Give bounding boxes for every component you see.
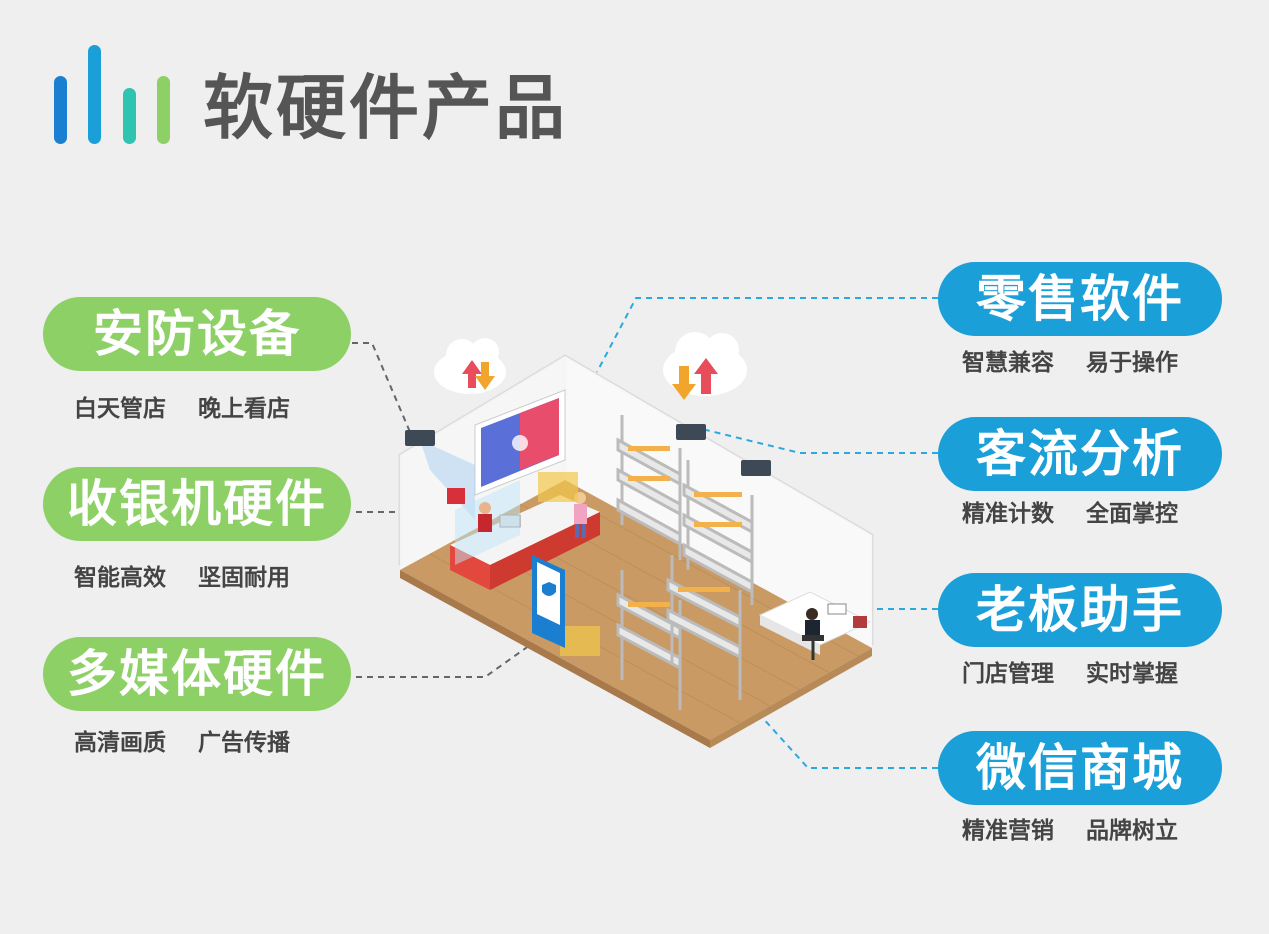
cashier-figure	[478, 502, 492, 532]
boss-desk-icon	[758, 591, 872, 660]
feature-retail-software-desc: 智慧兼容 易于操作	[962, 349, 1178, 377]
feature-multimedia-pill: 多媒体硬件	[43, 637, 351, 711]
feature-pos-pill: 收银机硬件	[43, 467, 351, 541]
desc-item: 广告传播	[198, 730, 290, 756]
desc-item: 智能高效	[74, 565, 166, 591]
desc-item: 全面掌控	[1086, 501, 1178, 527]
feature-wechat-mall-pill: 微信商城	[938, 731, 1222, 805]
page-title: 软硬件产品	[203, 67, 568, 149]
desc-item: 实时掌握	[1086, 661, 1178, 687]
feature-security-desc: 白天管店 晚上看店	[74, 395, 290, 423]
desc-item: 白天管店	[74, 396, 166, 422]
feature-multimedia-desc: 高清画质 广告传播	[74, 729, 290, 757]
feature-pos-desc: 智能高效 坚固耐用	[74, 564, 290, 592]
camera-icon	[405, 424, 771, 476]
feature-retail-software-pill: 零售软件	[938, 262, 1222, 336]
desc-item: 品牌树立	[1086, 818, 1178, 844]
kiosk-icon	[532, 555, 565, 648]
desc-item: 晚上看店	[198, 396, 290, 422]
feature-boss-assistant-pill: 老板助手	[938, 573, 1222, 647]
desc-item: 精准计数	[962, 501, 1054, 527]
feature-traffic-analysis-desc: 精准计数 全面掌控	[962, 500, 1178, 528]
desc-item: 高清画质	[74, 730, 166, 756]
logo-bars-icon	[54, 44, 174, 144]
desc-item: 精准营销	[962, 818, 1054, 844]
left-connectors	[352, 342, 534, 678]
right-connectors	[596, 297, 938, 769]
cloud-upload-icon	[434, 338, 506, 394]
feature-boss-assistant-desc: 门店管理 实时掌握	[962, 660, 1178, 688]
desc-item: 坚固耐用	[198, 565, 290, 591]
desc-item: 门店管理	[962, 661, 1054, 687]
feature-traffic-analysis-pill: 客流分析	[938, 417, 1222, 491]
shelf-goods	[628, 446, 742, 607]
desc-item: 智慧兼容	[962, 350, 1054, 376]
cloud-sync-icon	[663, 332, 747, 400]
feature-security-pill: 安防设备	[43, 297, 351, 371]
display-screen-icon	[474, 389, 566, 496]
wall-products	[538, 472, 600, 656]
desc-item: 易于操作	[1086, 350, 1178, 376]
red-cube-icon	[447, 488, 465, 504]
feature-wechat-mall-desc: 精准营销 品牌树立	[962, 817, 1178, 845]
